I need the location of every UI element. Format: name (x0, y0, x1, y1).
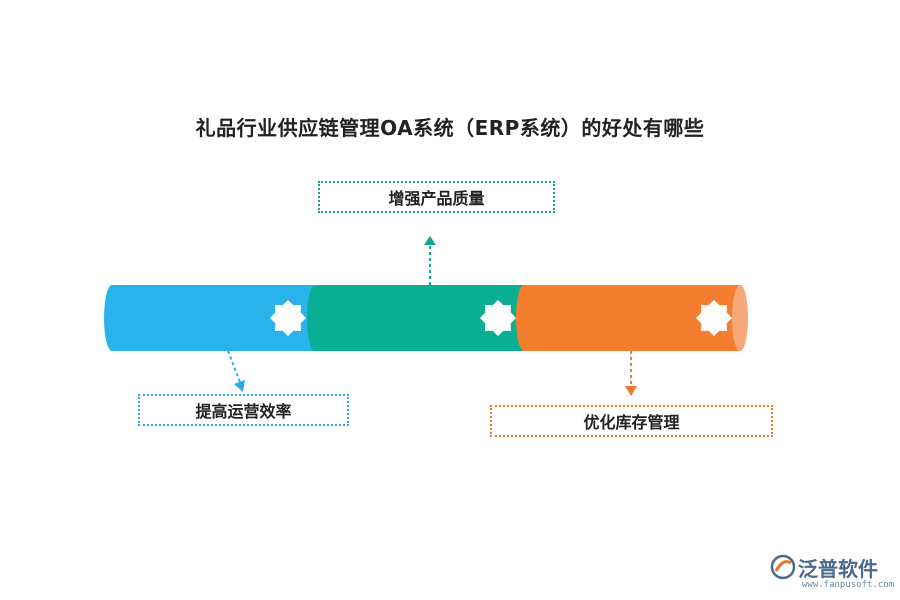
page-title: 礼品行业供应链管理OA系统（ERP系统）的好处有哪些 (195, 116, 705, 140)
star-icon (270, 300, 306, 336)
arrow-down-left-icon (234, 380, 245, 392)
star-icon (480, 300, 516, 336)
star-icon (696, 300, 732, 336)
fanpu-logo-icon (770, 554, 796, 580)
arrow-down-icon (625, 386, 637, 396)
brand-logo: 泛普软件 www.fanpusoft.com (768, 552, 895, 596)
arrow-up-icon (424, 236, 436, 245)
label-box-efficiency: 提高运营效率 (138, 394, 349, 426)
connector-left (227, 350, 241, 383)
label-box-quality: 增强产品质量 (318, 181, 555, 213)
brand-name: 泛普软件 (798, 557, 878, 581)
label-box-inventory: 优化库存管理 (490, 405, 773, 437)
brand-url: www.fanpusoft.com (802, 580, 895, 590)
